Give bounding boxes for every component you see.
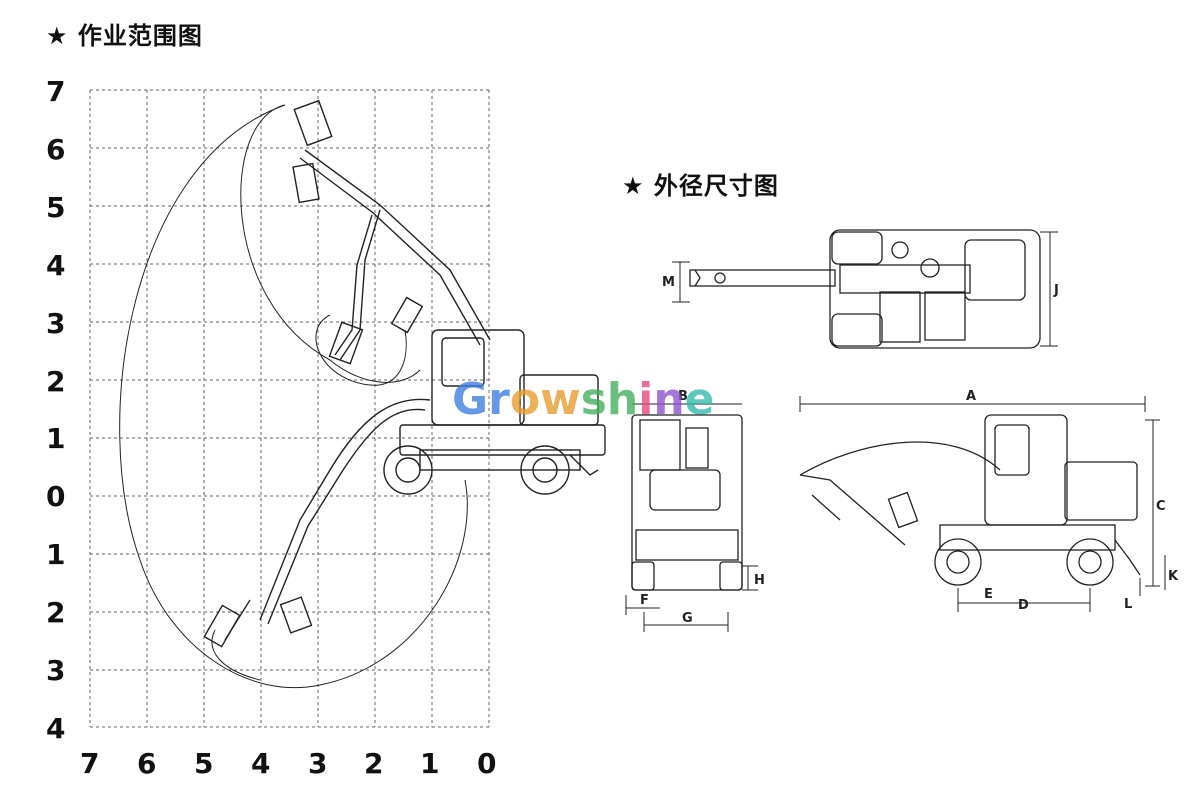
dim-M xyxy=(672,261,690,303)
watermark-letter: s xyxy=(581,374,607,425)
max-reach-envelope xyxy=(119,104,468,689)
working-envelope xyxy=(119,104,468,689)
range-grid xyxy=(89,89,490,728)
dim-label-H: H xyxy=(754,573,765,588)
dim-A xyxy=(799,396,1146,412)
dim-label-F: F xyxy=(640,593,649,608)
watermark-letter: w xyxy=(540,374,581,425)
dim-label-C: C xyxy=(1156,499,1166,514)
y-tick-label: 6 xyxy=(46,133,66,166)
x-tick-label: 7 xyxy=(80,747,100,780)
y-tick-label: 7 xyxy=(46,75,66,108)
y-tick-label: 4 xyxy=(46,712,66,745)
watermark-letter: r xyxy=(488,374,510,425)
side-view-drawing xyxy=(799,414,1141,586)
dim-label-G: G xyxy=(682,611,693,626)
boom-raised xyxy=(292,99,491,365)
y-tick-label: 2 xyxy=(46,596,66,629)
front-view-drawing xyxy=(631,414,743,591)
dim-label-B: B xyxy=(678,389,688,404)
range-chart-excavator xyxy=(383,329,606,495)
dim-label-A: A xyxy=(966,389,976,404)
inner-envelope-upper xyxy=(240,104,421,383)
digging-curve xyxy=(211,629,261,681)
dim-label-M: M xyxy=(662,275,675,290)
dim-D xyxy=(957,588,1091,612)
top-view-drawing xyxy=(689,229,1041,349)
y-tick-label: 5 xyxy=(46,191,66,224)
y-tick-label: 4 xyxy=(46,249,66,282)
watermark-letter: G xyxy=(452,374,488,425)
dim-G xyxy=(643,612,729,632)
y-tick-label: 3 xyxy=(46,307,66,340)
dim-F xyxy=(625,595,660,615)
outline-dimensions-title: ★ 外径尺寸图 xyxy=(622,172,779,200)
dim-J xyxy=(1040,231,1058,347)
x-tick-label: 2 xyxy=(364,747,384,780)
boom-lowered xyxy=(203,398,431,648)
x-tick-label: 3 xyxy=(308,747,328,780)
x-tick-label: 6 xyxy=(137,747,157,780)
x-tick-label: 1 xyxy=(420,747,440,780)
watermark-letter: h xyxy=(607,374,638,425)
x-tick-label: 5 xyxy=(194,747,214,780)
inner-envelope-lower xyxy=(315,314,407,386)
watermark-letter: i xyxy=(638,374,653,425)
y-tick-label: 1 xyxy=(46,538,66,571)
y-tick-label: 2 xyxy=(46,365,66,398)
dim-label-L: L xyxy=(1124,597,1132,612)
growshine-watermark: Growshine xyxy=(452,374,715,425)
watermark-letter: o xyxy=(510,374,540,425)
watermark-letter: e xyxy=(685,374,715,425)
watermark-letter: n xyxy=(653,374,684,425)
dim-C xyxy=(1145,419,1160,587)
dim-label-J: J xyxy=(1053,283,1059,298)
dim-H xyxy=(742,565,758,591)
y-tick-label: 0 xyxy=(46,480,66,513)
dim-label-E: E xyxy=(984,587,993,602)
x-tick-label: 4 xyxy=(251,747,271,780)
working-range-title: ★ 作业范围图 xyxy=(46,22,203,50)
y-tick-label: 3 xyxy=(46,654,66,687)
dim-label-D: D xyxy=(1018,598,1029,613)
dim-label-K: K xyxy=(1168,569,1179,584)
x-tick-label: 0 xyxy=(477,747,497,780)
y-tick-label: 1 xyxy=(46,422,66,455)
